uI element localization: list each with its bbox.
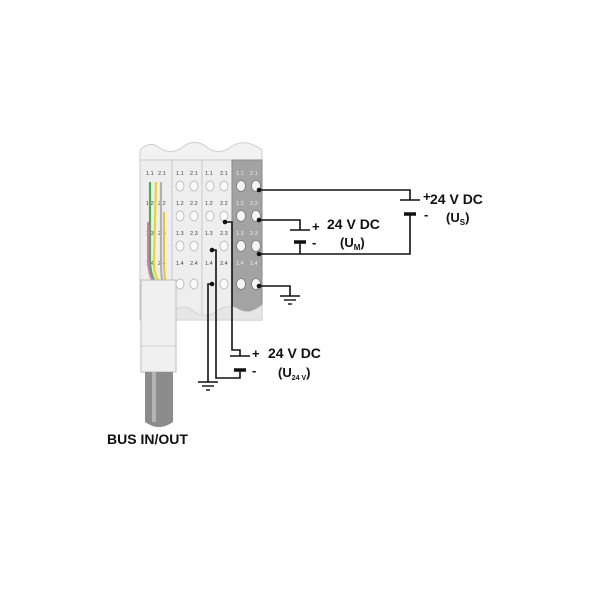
us-minus-sign: -: [424, 207, 428, 222]
terminal-label: 2.1: [190, 171, 198, 177]
u24-voltage-label: 24 V DC: [268, 345, 321, 361]
wire-us-plus: [260, 189, 411, 200]
wire-yellow: [152, 181, 159, 281]
wire-us-minus: [260, 214, 411, 255]
wire-grey: [159, 182, 164, 281]
wire-u24-minus: [212, 249, 241, 379]
housing-top: [139, 142, 263, 166]
terminal-label: 2.3: [190, 231, 198, 237]
terminal-label: 2.1: [220, 171, 228, 177]
terminal-label: 1.3: [176, 231, 184, 237]
wire-pink: [147, 222, 153, 281]
um-name-label: (UM): [340, 235, 365, 252]
terminal-label: 1.1: [146, 171, 154, 177]
um-plus-sign: +: [312, 219, 320, 234]
terminal-label: 2.1: [250, 171, 258, 177]
terminal-label: 2.2: [250, 201, 258, 207]
u24-name-label: (U24 V): [278, 365, 310, 382]
ground-icon: [198, 381, 218, 391]
bus-cable: [140, 181, 177, 427]
um-voltage-label: 24 V DC: [327, 216, 380, 232]
bus-label: BUS IN/OUT: [107, 431, 188, 447]
terminal-label: 1.3: [236, 231, 244, 237]
terminal-label: 1.4: [236, 261, 244, 267]
terminal-label: 1.1: [205, 171, 213, 177]
terminal-label: 1.4: [205, 261, 213, 267]
terminal-label: 2.1: [158, 171, 166, 177]
wire-yellow-2: [163, 212, 166, 281]
terminal-label: 2.2: [220, 201, 228, 207]
screw-holes: [236, 180, 261, 290]
ground-icon: [280, 295, 300, 305]
cable-jacket: [145, 372, 173, 422]
terminal-label: 1.2: [176, 201, 184, 207]
screw-holes: [205, 180, 229, 290]
battery-us-symbol: [400, 199, 420, 216]
wire-green: [148, 182, 155, 281]
terminal-label: 2.4: [220, 261, 228, 267]
wiring: [207, 189, 411, 382]
u24-plus-sign: +: [252, 346, 260, 361]
terminal-label: 2.4: [250, 261, 258, 267]
wire-u24-plus: [226, 221, 241, 356]
wire-ground-right: [260, 285, 291, 296]
u24-minus-sign: -: [252, 363, 256, 378]
terminal-label: 1.3: [205, 231, 213, 237]
um-minus-sign: -: [312, 235, 316, 250]
connection-dots: [209, 187, 262, 289]
terminal-label: 2.2: [190, 201, 198, 207]
terminal-label: 1.4: [176, 261, 184, 267]
us-name-label: (US): [446, 210, 469, 227]
terminal-label: 1.2: [236, 201, 244, 207]
terminal-label: 2.3: [220, 231, 228, 237]
cable-connector: [140, 279, 177, 373]
battery-u24-symbol: [230, 355, 250, 372]
terminal-label: 1.1: [236, 171, 244, 177]
wire-um-plus: [260, 219, 301, 230]
terminal-label: 2.4: [190, 261, 198, 267]
battery-um-symbol: [290, 229, 310, 244]
terminal-label: 1.2: [205, 201, 213, 207]
us-voltage-label: 24 V DC: [430, 191, 483, 207]
terminal-label: 1.1: [176, 171, 184, 177]
us-plus-sign: +: [423, 189, 431, 204]
terminal-label: 2.3: [250, 231, 258, 237]
